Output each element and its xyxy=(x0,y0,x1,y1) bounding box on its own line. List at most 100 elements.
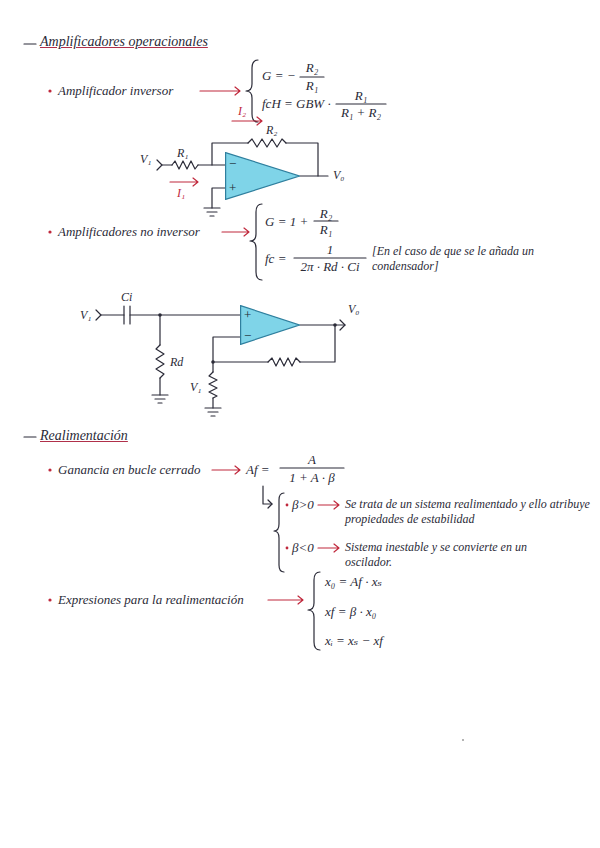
arrow xyxy=(318,544,339,552)
junction-dot xyxy=(333,323,337,327)
ground-symbol xyxy=(158,402,162,403)
resistor-symbol xyxy=(156,345,164,378)
ink-dot xyxy=(462,739,464,741)
opamp-triangle xyxy=(226,153,300,200)
pin-sign: − xyxy=(244,329,251,343)
note: [En el caso de que se le añada un conden… xyxy=(372,244,577,274)
signal-name: V₁ xyxy=(80,308,92,323)
fraction-bar xyxy=(300,76,324,77)
brace xyxy=(246,60,258,122)
ground-symbol xyxy=(211,415,215,416)
ground-symbol xyxy=(210,215,214,216)
junction-dot xyxy=(158,313,162,317)
wire xyxy=(286,143,318,176)
hook-arrow-head xyxy=(268,500,272,508)
resistor-symbol xyxy=(268,358,300,366)
text-label: Expresiones para la realimentación xyxy=(58,592,244,607)
component-label: R₂ xyxy=(266,123,278,138)
signal-name: V₀ xyxy=(348,302,360,317)
pin-sign: + xyxy=(244,308,251,322)
opamp-symbol: −+ xyxy=(225,152,300,200)
text-label: Af = xyxy=(246,462,270,477)
section-heading: Amplificadores operacionales xyxy=(40,34,208,49)
fraction-part: R₂ xyxy=(314,206,338,221)
current-label: I₂ xyxy=(238,104,246,119)
brace xyxy=(308,572,320,650)
hook-arrow xyxy=(263,486,272,504)
bullet xyxy=(48,468,51,471)
fraction-part: R₁ xyxy=(300,78,324,93)
text-label: fcH = GBW · xyxy=(262,96,331,111)
signal-name: V₁ xyxy=(140,152,152,167)
signal-name: V₀ xyxy=(333,168,345,183)
opamp-triangle xyxy=(241,306,300,345)
heading-dash xyxy=(24,43,36,44)
ground-symbol xyxy=(208,411,218,412)
arrow xyxy=(200,87,240,95)
fraction-part: 2π · Rd · Ci xyxy=(294,259,366,274)
resistor-symbol xyxy=(209,372,217,398)
wire xyxy=(300,325,335,362)
ground-symbol xyxy=(205,407,221,408)
text-label: Amplificadores no inversor xyxy=(58,224,200,239)
heading-dash xyxy=(24,436,36,437)
resistor-symbol xyxy=(248,139,286,147)
current-arrow xyxy=(232,117,262,125)
text-label: G = − xyxy=(262,68,295,83)
text-label: x₀ = Af · xₛ xyxy=(325,574,382,589)
wire xyxy=(212,398,213,408)
fraction-part: 1 xyxy=(294,242,366,257)
text-label: Amplificador inversor xyxy=(58,83,173,98)
arrow xyxy=(222,228,249,236)
output-terminal xyxy=(340,320,345,330)
bullet xyxy=(286,547,289,550)
note: Sistema inestable y se convierte en un o… xyxy=(345,540,565,570)
text-label: Ganancia en bucle cerrado xyxy=(58,462,201,477)
ground-symbol xyxy=(155,398,165,399)
resistor-symbol xyxy=(172,161,198,169)
junction-dot xyxy=(211,360,215,364)
text-label: G = 1 + xyxy=(265,214,308,229)
fraction-part: R₂ xyxy=(300,60,324,75)
fraction-part: R₁ xyxy=(314,222,338,237)
component-label: Rd xyxy=(170,355,183,370)
fraction-bar xyxy=(294,257,366,258)
wire xyxy=(300,324,345,325)
ground-symbol xyxy=(207,211,217,212)
component-label: R₁ xyxy=(177,146,189,161)
section-heading: Realimentación xyxy=(40,428,128,443)
bullet xyxy=(286,504,289,507)
text-label: β>0 xyxy=(292,497,314,512)
bullet xyxy=(48,230,51,233)
text-label: xf = β · x₀ xyxy=(325,604,376,619)
wire xyxy=(130,314,240,315)
input-terminal xyxy=(157,160,162,170)
arrow xyxy=(318,501,339,509)
wire xyxy=(159,378,160,395)
component-label: Ci xyxy=(121,290,132,305)
brace xyxy=(250,204,262,280)
wire xyxy=(159,315,160,345)
note: Se trata de un sistema realimentado y el… xyxy=(345,497,590,527)
input-terminal xyxy=(96,310,101,320)
arrow xyxy=(268,596,303,604)
bullet xyxy=(48,89,51,92)
fraction-part: 1 + A · β xyxy=(280,470,344,485)
wire xyxy=(300,175,328,176)
text-label: fc = xyxy=(265,251,286,266)
fraction-bar xyxy=(280,467,344,468)
opamp-symbol: +− xyxy=(240,305,300,345)
text-label: xᵢ = xₛ − xf xyxy=(325,633,383,648)
bullet xyxy=(48,598,51,601)
fraction-part: R₁ + R₂ xyxy=(336,105,386,120)
text-label: β<0 xyxy=(292,540,314,555)
ground-symbol xyxy=(204,207,220,208)
pin-sign: − xyxy=(229,157,236,171)
current-label: I₁ xyxy=(177,186,185,201)
arrow xyxy=(212,466,240,474)
pin-sign: + xyxy=(229,181,236,195)
fraction-part: R₁ xyxy=(336,88,386,103)
current-arrow xyxy=(170,178,198,186)
wire xyxy=(101,314,124,315)
